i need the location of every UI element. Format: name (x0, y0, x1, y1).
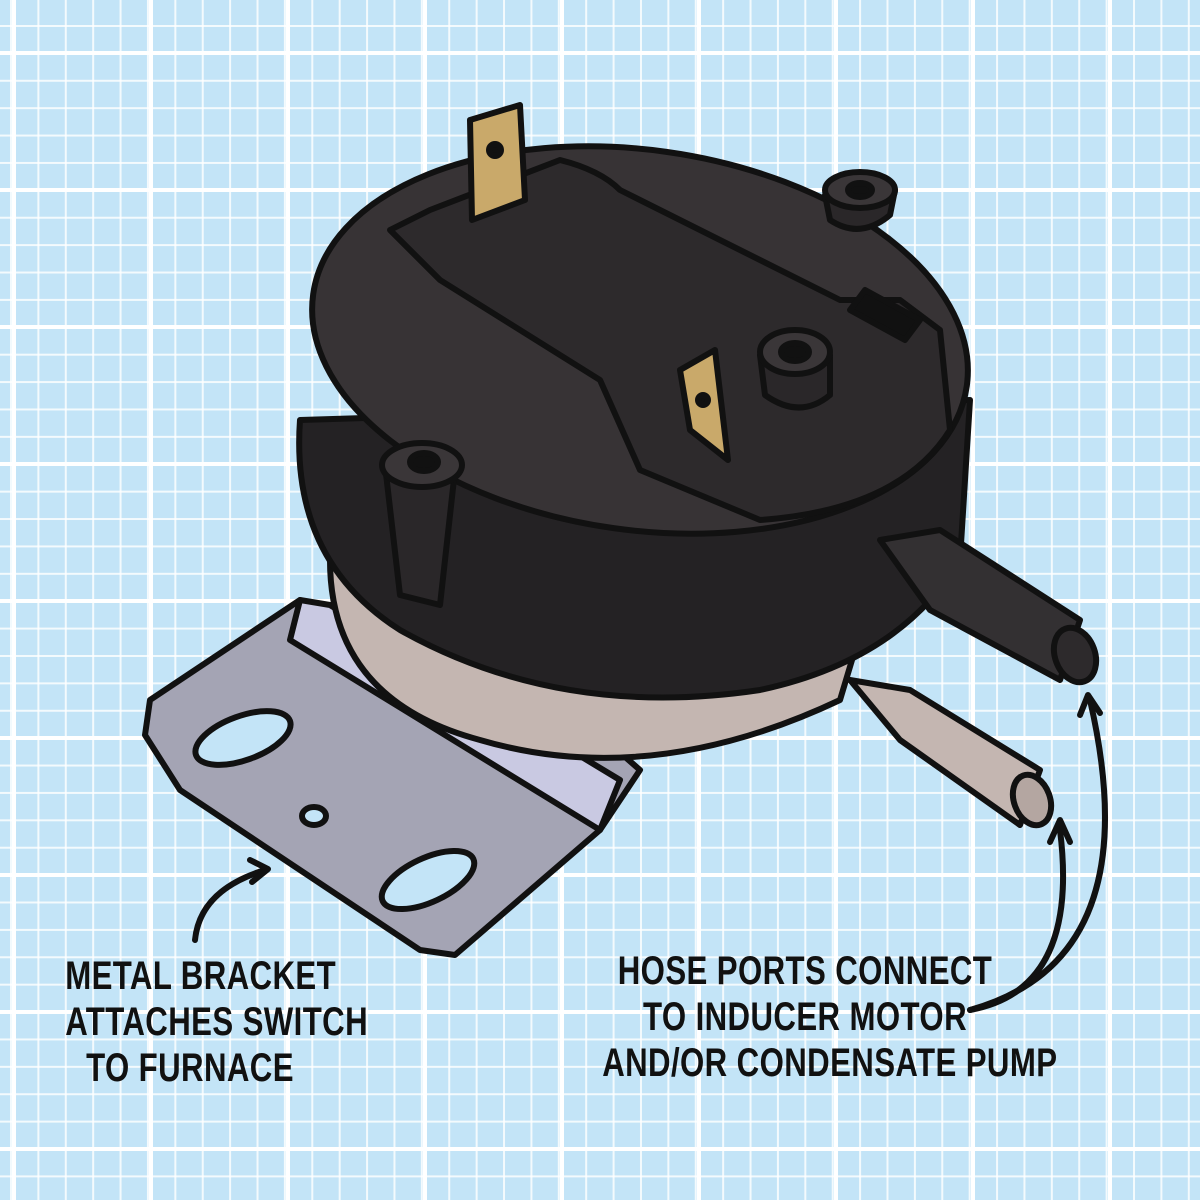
electrical-terminal (677, 347, 731, 463)
ports-label-line: HOSE PORTS CONNECT (617, 949, 993, 993)
ports-label: HOSE PORTS CONNECT TO INDUCER MOTOR AND/… (602, 948, 1058, 1086)
hose-port-upper (877, 527, 1100, 686)
ports-label-line: AND/OR CONDENSATE PUMP (602, 1041, 1058, 1085)
callout-arrows (192, 692, 1108, 1013)
bracket-label-line: METAL BRACKET (65, 954, 337, 998)
mounting-post (379, 440, 465, 608)
vent-slot (847, 287, 923, 343)
center-port (757, 327, 833, 411)
mounting-post (822, 169, 898, 232)
ports-label-line: TO INDUCER MOTOR (642, 995, 968, 1039)
bracket-label-line: ATTACHES SWITCH (65, 1000, 368, 1044)
hose-port-lower (847, 677, 1055, 829)
bracket-label: METAL BRACKET ATTACHES SWITCH TO FURNACE (65, 953, 368, 1091)
bracket-label-line: TO FURNACE (86, 1046, 294, 1090)
electrical-terminal (467, 102, 528, 223)
